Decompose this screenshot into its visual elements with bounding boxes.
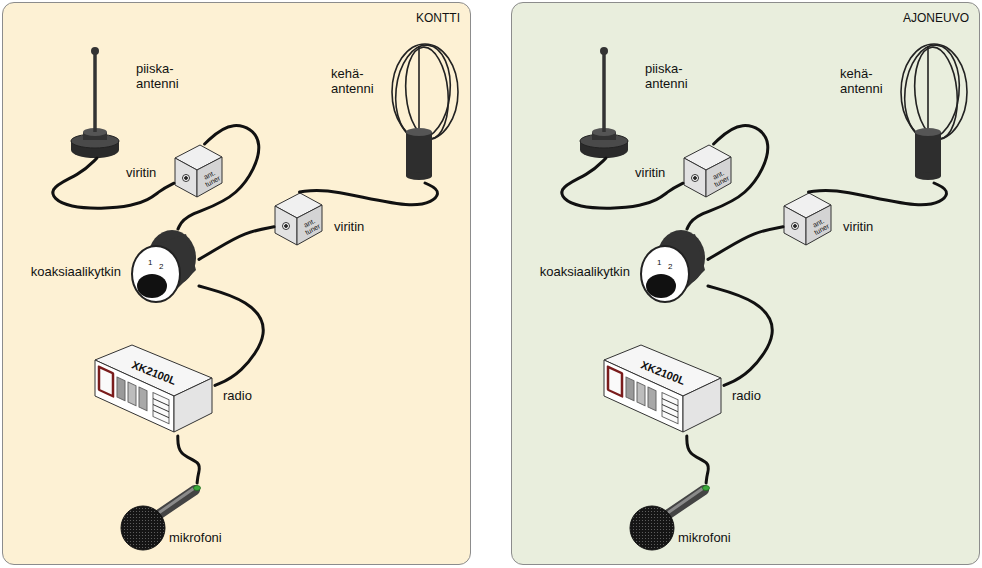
coax-cable [300, 183, 438, 205]
part-label: viritin [126, 166, 156, 181]
part-label: viritin [843, 220, 873, 235]
part-label: piiska- antenni [645, 62, 697, 92]
part-label: radio [732, 389, 761, 404]
equipment-set [71, 42, 458, 550]
antenna-tuner: ant. tunerviritin [174, 144, 225, 200]
loop-antenna: kehä- antenni [895, 43, 973, 183]
whip-antenna: piiska- antenni [580, 46, 632, 158]
microphone: mikrofoni [628, 483, 712, 555]
microphone: mikrofoni [119, 483, 203, 555]
switch-position: 2 [159, 263, 163, 271]
part-label: kehä- antenni [840, 67, 892, 97]
part-label: viritin [635, 166, 665, 181]
coax-cable [809, 183, 947, 205]
coax-cable [687, 436, 709, 483]
radio-set: XK2100Lradio [91, 344, 215, 436]
panel-frame: piiska- antennikehä- antenniant. tunervi… [511, 2, 980, 565]
device-marking: ant. tuner [706, 166, 734, 190]
part-label: viritin [334, 220, 364, 235]
panel-frame: piiska- antennikehä- antenniant. tunervi… [2, 2, 471, 565]
coax-switch-drawing [132, 230, 196, 302]
part-label: koaksiaalikytkin [540, 265, 630, 280]
whip-antenna: piiska- antenni [71, 46, 123, 158]
device-marking: ant. tuner [197, 166, 225, 190]
radio-drawing [95, 345, 212, 432]
loop-antenna: kehä- antenni [386, 43, 464, 183]
part-label: mikrofoni [678, 531, 731, 546]
part-label: koaksiaalikytkin [31, 265, 121, 280]
coax-cable [687, 126, 768, 229]
switch-position: 1 [657, 259, 661, 267]
coax-cable [199, 286, 263, 385]
panel-heading: KONTTI [416, 12, 460, 26]
coax-cable [708, 227, 783, 260]
whip-antenna-drawing [71, 47, 119, 158]
coaxial-switch: 12koaksiaalikytkin [638, 229, 708, 305]
panel-heading: AJONEUVO [903, 12, 969, 26]
coax-cable [53, 158, 174, 208]
loop-antenna-drawing [391, 42, 458, 180]
microphone-drawing [121, 486, 201, 551]
coaxial-switch: 12koaksiaalikytkin [129, 229, 199, 305]
device-marking: XK2100L [639, 358, 687, 387]
coax-cable [708, 286, 772, 385]
device-marking: ant. tuner [297, 214, 325, 238]
device-marking: ant. tuner [806, 214, 834, 238]
part-label: kehä- antenni [331, 67, 383, 97]
coax-cable [178, 436, 200, 483]
coax-cable [199, 227, 274, 260]
radio-set: XK2100Lradio [600, 344, 724, 436]
part-label: piiska- antenni [136, 62, 188, 92]
device-marking: XK2100L [130, 358, 178, 387]
antenna-tuner: ant. tunerviritin [783, 192, 834, 250]
tuner-drawing [175, 145, 222, 197]
switch-position: 1 [148, 259, 152, 267]
antenna-tuner: ant. tunerviritin [274, 192, 325, 250]
part-label: mikrofoni [169, 531, 222, 546]
switch-position: 2 [668, 263, 672, 271]
coax-cable [562, 158, 683, 208]
coax-cable [178, 126, 259, 229]
part-label: radio [223, 389, 252, 404]
antenna-tuner: ant. tunerviritin [683, 144, 734, 200]
